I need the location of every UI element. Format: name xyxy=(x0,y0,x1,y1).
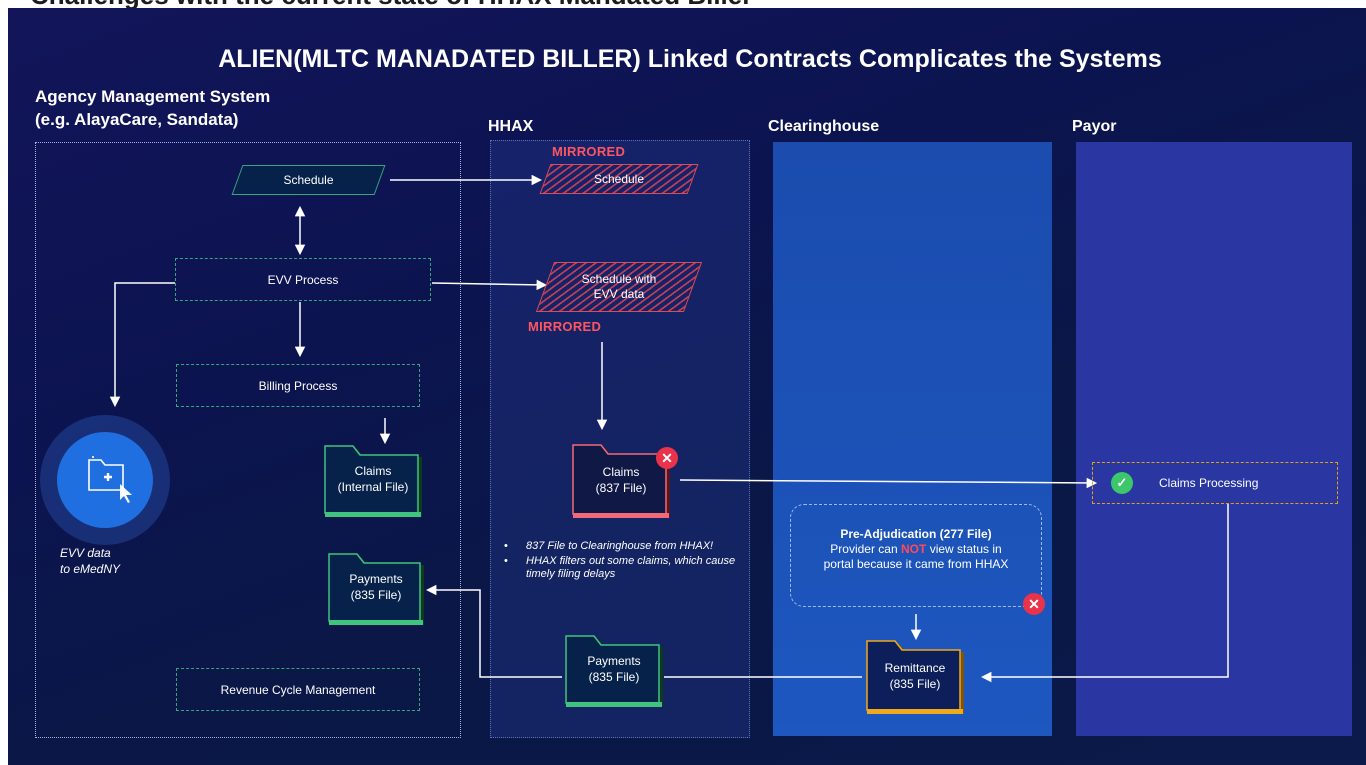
hhax-claims-folder: Claims (837 File) xyxy=(572,444,670,518)
pre-adj-text-3: portal because it came from HHAX xyxy=(823,557,1009,571)
remittance-line1: Remittance xyxy=(884,661,946,675)
hhax-lane xyxy=(490,140,750,738)
ams-payments-line2: (835 File) xyxy=(350,588,402,602)
pre-adj-title: Pre-Adjudication (277 File) xyxy=(840,527,992,541)
hhax-note-2: HHAX filters out some claims, which caus… xyxy=(504,555,739,581)
folder-icon xyxy=(565,635,663,707)
evv-line2: to eMedNY xyxy=(60,562,121,576)
hhax-schedule-label: Schedule xyxy=(593,171,645,186)
ams-schedule-label: Schedule xyxy=(283,172,334,187)
evv-process-box: EVV Process xyxy=(175,258,431,301)
hhax-notes: 837 File to Clearinghouse from HHAX! HHA… xyxy=(504,540,739,583)
pre-adj-not: NOT xyxy=(901,542,927,556)
arrow-evv-to-emedny xyxy=(109,282,175,408)
arrow-evv-to-hhax xyxy=(431,279,548,291)
mirrored-label-2: MIRRORED xyxy=(528,319,602,334)
slide-title: ALIEN(MLTC MANADATED BILLER) Linked Cont… xyxy=(218,45,1162,73)
hhax-claims-line1: Claims xyxy=(602,465,640,479)
ams-lane xyxy=(35,142,461,738)
rcm-box: Revenue Cycle Management xyxy=(176,668,420,711)
pre-adj-text-1: Provider can xyxy=(830,542,898,556)
evv-line1: EVV data xyxy=(60,546,111,560)
ams-claims-folder: Claims (Internal File) xyxy=(324,445,422,517)
hhax-claims-line2: (837 File) xyxy=(595,481,647,495)
hhax-payments-folder: Payments (835 File) xyxy=(565,635,663,707)
ams-claims-line1: Claims xyxy=(354,464,392,478)
arrow-processing-to-remittance xyxy=(980,503,1229,683)
clearinghouse-header: Clearinghouse xyxy=(768,118,880,135)
payor-header: Payor xyxy=(1072,118,1117,135)
billing-process-box: Billing Process xyxy=(176,364,420,407)
evv-circle xyxy=(57,432,153,528)
remittance-folder: Remittance (835 File) xyxy=(866,640,964,714)
payor-lane xyxy=(1076,142,1352,736)
folder-icon xyxy=(328,553,424,625)
claims-processing-box: ✓ Claims Processing xyxy=(1092,462,1338,504)
evv-data-label: EVV data to eMedNY xyxy=(60,545,160,577)
error-x-icon: ✕ xyxy=(656,447,678,469)
hhax-schedule-node: Schedule xyxy=(539,164,699,194)
hhax-note-1: 837 File to Clearinghouse from HHAX! xyxy=(504,540,739,553)
folder-icon xyxy=(866,640,964,714)
ams-header-line1: Agency Management System xyxy=(35,87,271,106)
pre-adj-text-2: view status in xyxy=(929,542,1002,556)
arrow-hhax-payments-to-ams xyxy=(425,584,562,678)
ams-schedule-node: Schedule xyxy=(231,165,386,195)
folder-icon xyxy=(572,444,670,518)
check-icon: ✓ xyxy=(1111,472,1133,494)
hhax-payments-line2: (835 File) xyxy=(588,670,640,684)
ams-header-line2: (e.g. AlayaCare, Sandata) xyxy=(35,110,239,129)
hhax-schedule-evv-line1: Schedule with xyxy=(581,272,657,286)
top-strip: Challenges with the current state of HHA… xyxy=(0,0,1366,8)
error-x-icon: ✕ xyxy=(1023,593,1045,615)
folder-add-icon xyxy=(88,456,132,503)
remittance-line2: (835 File) xyxy=(889,677,941,691)
mirrored-label-1: MIRRORED xyxy=(552,144,626,159)
hhax-payments-line1: Payments xyxy=(587,654,641,668)
claims-processing-label: Claims Processing xyxy=(1159,476,1259,490)
folder-icon xyxy=(324,445,422,517)
hhax-schedule-evv-line2: EVV data xyxy=(593,287,645,301)
pre-adjudication-box: Pre-Adjudication (277 File) Provider can… xyxy=(790,504,1042,607)
hhax-header: HHAX xyxy=(488,118,534,135)
ams-payments-folder: Payments (835 File) xyxy=(328,553,424,625)
arrow-claims-to-processing xyxy=(679,477,1098,489)
ams-claims-line2: (Internal File) xyxy=(337,480,409,494)
top-strip-text: Challenges with the current state of HHA… xyxy=(30,0,752,8)
ams-payments-line1: Payments xyxy=(349,572,403,586)
